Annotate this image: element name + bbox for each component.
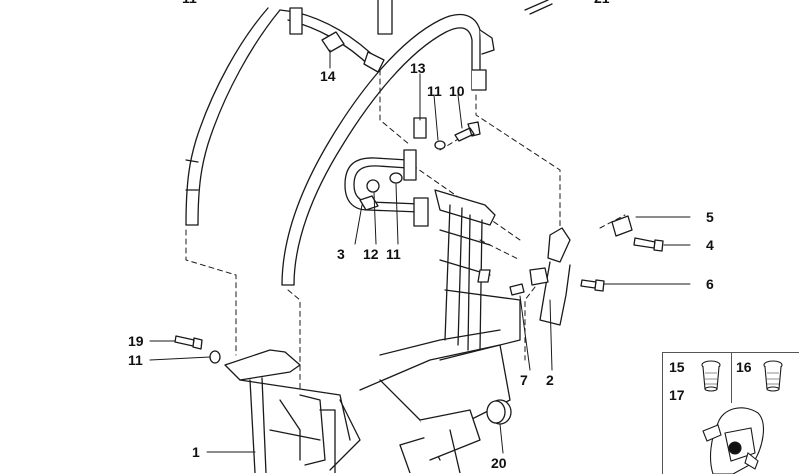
callout-11-corner: 11	[182, 0, 197, 6]
callout-14: 14	[320, 68, 336, 84]
bracket-2	[529, 227, 571, 326]
callout-20: 20	[491, 455, 507, 471]
upper-bracket-bar-14	[279, 7, 385, 73]
callout-15: 15	[669, 359, 685, 375]
callout-17: 17	[669, 387, 685, 403]
frame-left-1	[224, 349, 351, 473]
plate-5	[611, 215, 633, 237]
callout-11-low: 11	[128, 352, 143, 368]
callout-3: 3	[337, 246, 345, 262]
callout-5: 5	[706, 209, 714, 225]
callout-6: 6	[706, 276, 714, 292]
rivet-nut-16	[763, 360, 783, 392]
callout-19: 19	[128, 333, 144, 349]
bushing-12	[366, 179, 380, 193]
callout-12: 12	[363, 246, 379, 262]
callout-21: 21	[594, 0, 610, 6]
callout-16: 16	[736, 359, 752, 375]
top-pin	[377, 0, 393, 35]
bolt-10	[454, 121, 481, 142]
callout-1: 1	[192, 444, 200, 460]
frame-main	[329, 189, 521, 473]
bolt-4	[633, 237, 664, 252]
bolt-19	[174, 335, 203, 350]
washer-11-mid	[389, 172, 403, 184]
callout-13: 13	[410, 60, 426, 76]
callout-2: 2	[546, 372, 554, 388]
bolt-7	[509, 283, 525, 296]
washer-11-top	[434, 140, 446, 150]
callout-10: 10	[449, 83, 465, 99]
inset-art	[701, 360, 783, 474]
callout-11-mid: 11	[386, 246, 401, 262]
callout-7: 7	[520, 372, 528, 388]
callout-11-top: 11	[427, 83, 442, 99]
plate-13	[413, 117, 427, 139]
callout-4: 4	[706, 237, 714, 253]
washer-11-low	[209, 350, 221, 364]
inset-divider	[731, 353, 732, 403]
bracket-3	[344, 149, 429, 227]
bolt-6	[580, 279, 605, 292]
inset-panel: 15 16 17	[662, 352, 799, 474]
inset-detail-part	[702, 407, 764, 474]
tube-hoop-right	[281, 13, 495, 286]
tube-hoop-left	[185, 7, 281, 226]
rivet-nut-15	[701, 360, 721, 392]
bar-21	[524, 0, 553, 15]
